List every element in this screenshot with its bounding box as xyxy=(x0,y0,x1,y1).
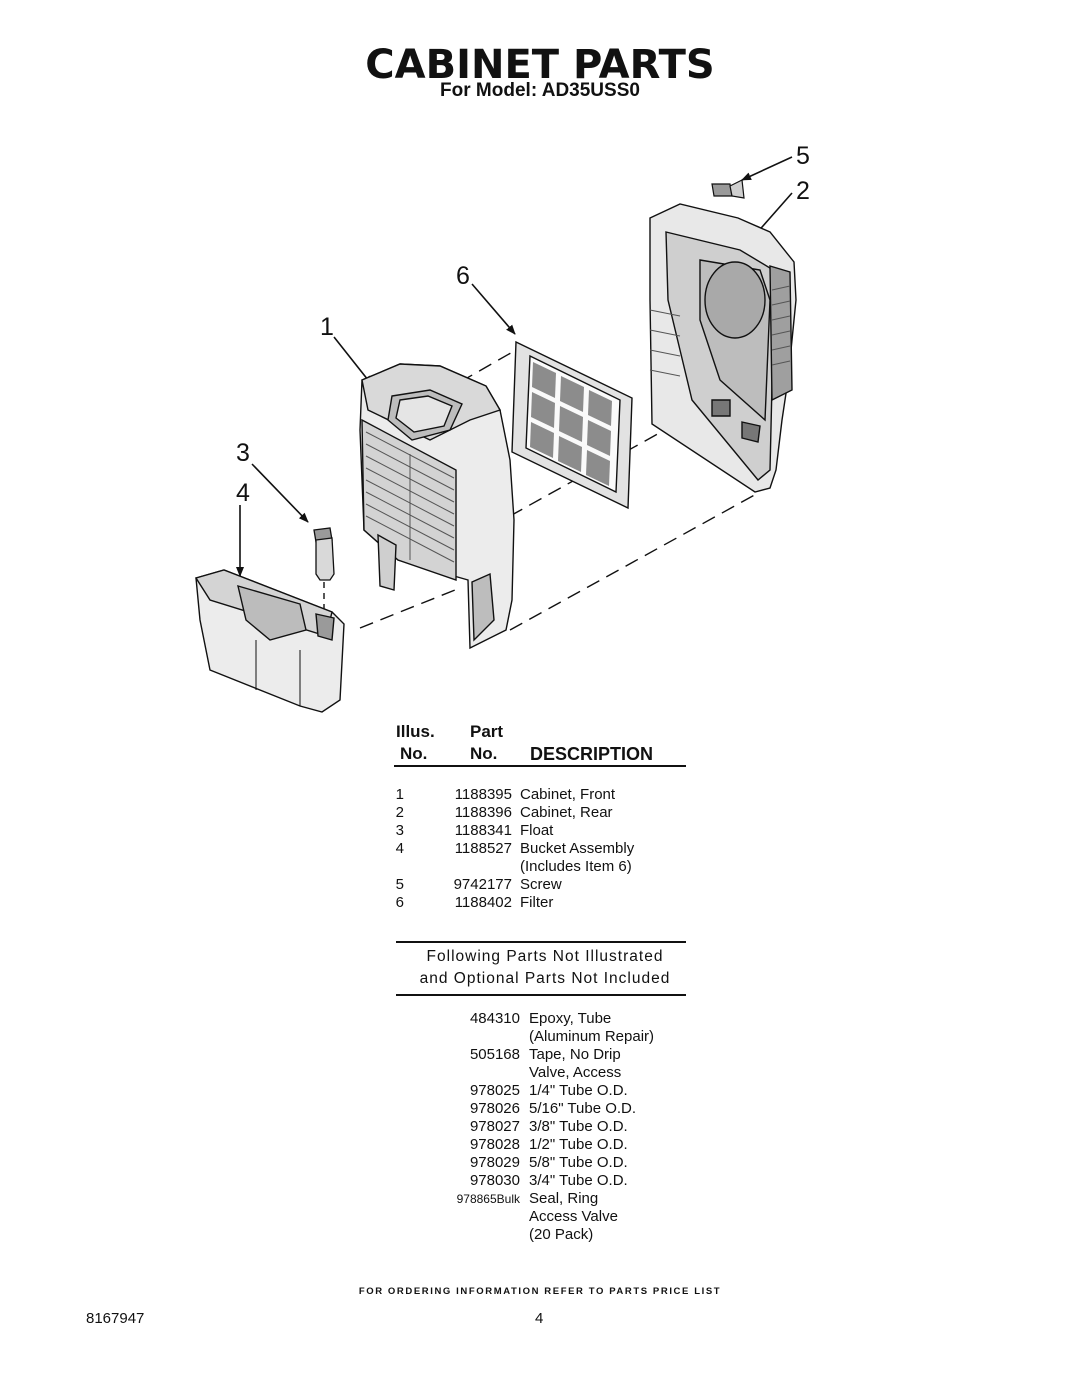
callout-1: 1 xyxy=(320,313,334,341)
leader-5 xyxy=(741,156,793,181)
leader-1 xyxy=(333,336,373,386)
list-item: Valve, Access xyxy=(529,1064,622,1081)
float xyxy=(313,527,335,581)
part-header-bottom: No. xyxy=(470,744,498,763)
exploded-parts-diagram: 5 2 6 1 3 4 xyxy=(194,142,810,713)
leader-3 xyxy=(251,463,309,523)
table-row: (Includes Item 6) xyxy=(520,858,632,875)
list-item: (20 Pack) xyxy=(529,1226,594,1243)
callout-5: 5 xyxy=(796,142,810,170)
list-item: (Aluminum Repair) xyxy=(529,1028,655,1045)
ordering-note: FOR ORDERING INFORMATION REFER TO PARTS … xyxy=(358,1286,722,1297)
page-title: CABINET PARTS xyxy=(365,42,715,88)
callout-6: 6 xyxy=(456,262,470,290)
filter xyxy=(511,340,633,510)
callout-2: 2 xyxy=(796,177,810,205)
illus-header-bottom: No. xyxy=(400,744,428,763)
leader-6 xyxy=(471,283,516,335)
assembly-line xyxy=(509,415,691,517)
not-illustrated-heading-1: Following Parts Not Illustrated xyxy=(426,948,664,965)
bucket-assembly xyxy=(194,569,345,713)
list-item: Access Valve xyxy=(529,1208,618,1225)
not-illustrated-heading-2: and Optional Parts Not Included xyxy=(419,970,671,987)
section-rule-bottom xyxy=(396,994,686,996)
rear-cabinet xyxy=(649,203,797,493)
description-header: DESCRIPTION xyxy=(530,744,654,764)
section-rule-top xyxy=(396,941,686,943)
assembly-line xyxy=(459,349,517,383)
screw xyxy=(711,179,745,199)
model-subtitle: For Model: AD35USS0 xyxy=(440,80,640,101)
part-header-top: Part xyxy=(470,722,504,741)
assembly-line xyxy=(509,491,761,631)
assembly-line xyxy=(359,587,461,629)
header-rule xyxy=(394,765,686,767)
document-number: 8167947 xyxy=(86,1310,145,1327)
page-number: 4 xyxy=(535,1310,544,1327)
callout-4: 4 xyxy=(236,479,250,507)
illus-header-top: Illus. xyxy=(396,722,435,741)
front-cabinet xyxy=(359,363,515,650)
callout-3: 3 xyxy=(236,439,250,467)
